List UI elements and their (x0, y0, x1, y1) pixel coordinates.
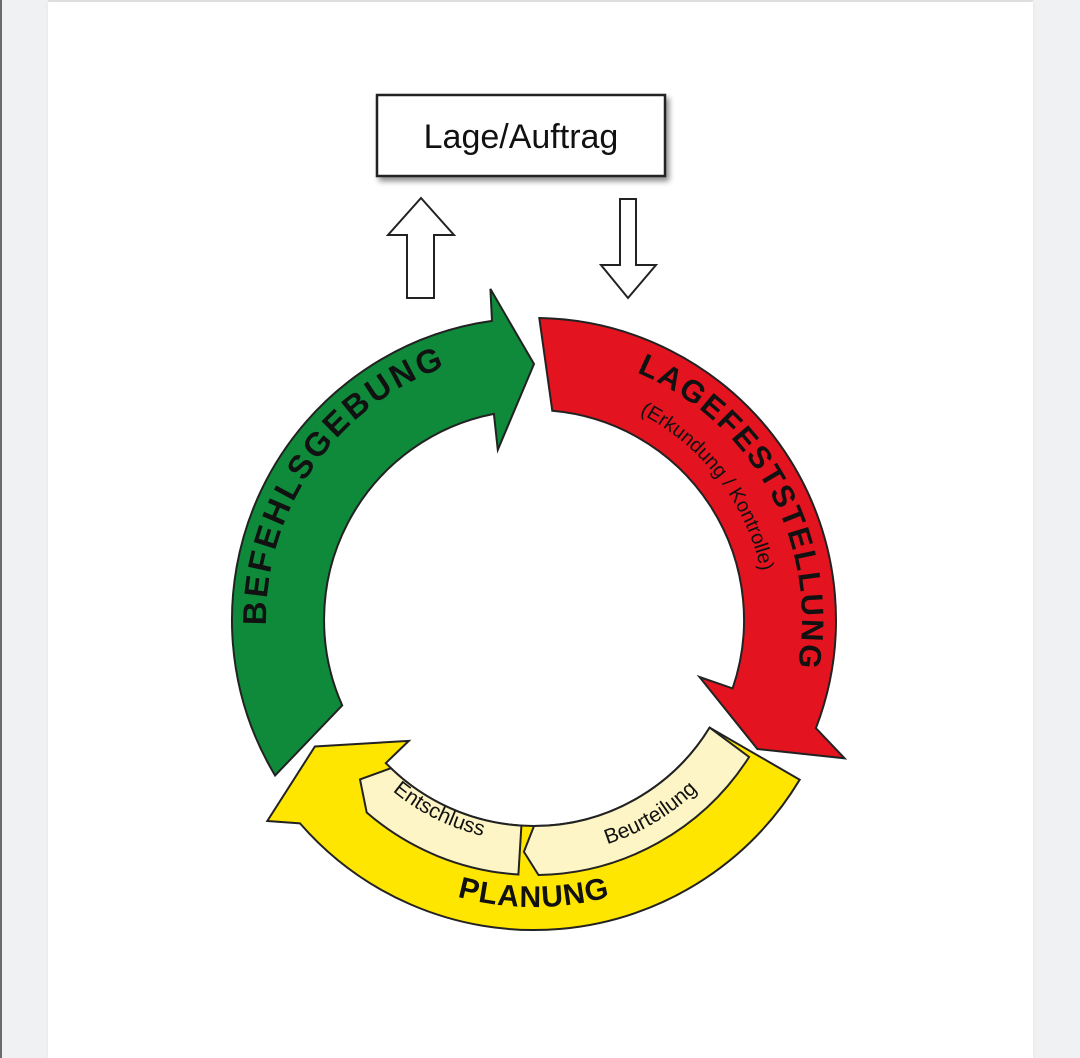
lage-auftrag-label: Lage/Auftrag (424, 118, 619, 156)
entschluss-band (358, 767, 523, 876)
befehlsgebung-arrow (231, 288, 536, 778)
lage-auftrag-box-frame (375, 93, 667, 178)
viewer-left-edge (0, 0, 2, 1058)
beurteilung-band (522, 726, 751, 877)
page-top-border (48, 0, 1033, 2)
down-arrow-icon (598, 198, 659, 300)
up-arrow-icon (385, 196, 457, 299)
lagefeststellung-arrow (538, 316, 848, 760)
lage-auftrag-box: Lage/Auftrag (375, 93, 667, 178)
